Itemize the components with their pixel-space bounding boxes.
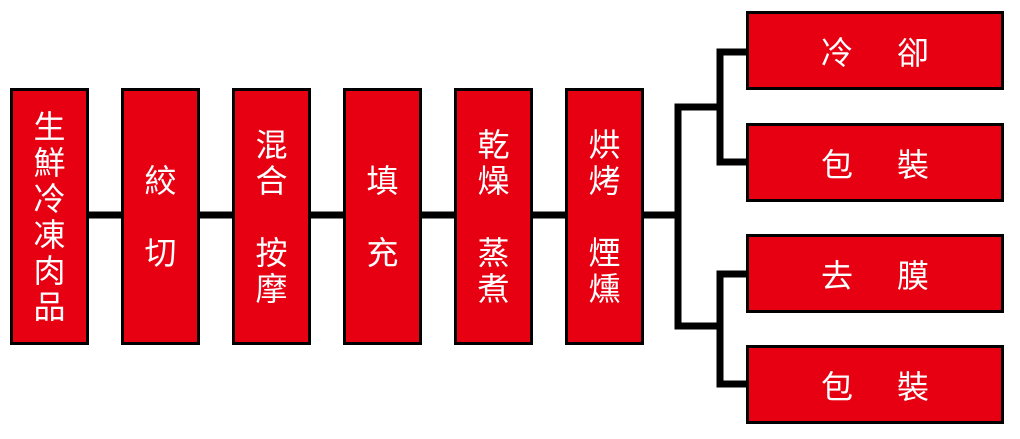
branch-char: 包 [820,145,853,184]
step-label-char: 混 [255,125,288,164]
branch-char: 膜 [897,256,930,295]
step-label-char: 絞 [144,161,177,200]
branch-packaging-1: 包 裝 [746,123,1004,202]
step-label-char: 肉 [33,251,66,290]
branch-char: 去 [820,256,853,295]
connector-bottom-split [716,270,748,388]
step-label-char: 蒸 [477,233,510,272]
step-label-char: 烘 [588,125,621,164]
step-baking-smoking: 烘烤煙燻 [565,88,644,345]
step-label-char: 切 [144,233,177,272]
step-label-char: 生 [33,107,66,146]
step-label: 混合按摩 [255,127,287,307]
step-label: 烘烤煙燻 [588,127,620,307]
step-grinding: 絞切 [121,88,200,345]
step-label: 生鮮冷凍肉品 [33,109,65,325]
step-label: 絞切 [144,163,176,271]
step-label-char: 摩 [255,269,288,308]
step-label-char: 煙 [588,233,621,272]
branch-char: 冷 [820,33,853,72]
connector-main-split [674,103,718,330]
step-label-char: 冷 [33,179,66,218]
step-label-char: 凍 [33,215,66,254]
step-label-char: 合 [255,161,288,200]
step-filling: 填充 [343,88,422,345]
step-label-char: 燥 [477,161,510,200]
step-label: 填充 [366,163,398,271]
branch-char: 裝 [897,367,930,406]
step-label: 乾燥蒸煮 [477,127,509,307]
branch-packaging-2: 包 裝 [746,345,1004,424]
step-label-char: 乾 [477,125,510,164]
step-label-char: 燻 [588,269,621,308]
step-mixing-massaging: 混合按摩 [232,88,311,345]
step-drying-steaming: 乾燥蒸煮 [454,88,533,345]
step-label-char: 充 [366,233,399,272]
branch-peeling: 去 膜 [746,234,1004,313]
connector-top-split [716,48,748,166]
step-label-char: 品 [33,287,66,326]
branch-cooling: 冷 卻 [746,11,1004,90]
branch-char: 裝 [897,145,930,184]
step-label-char: 填 [366,161,399,200]
step-label-char: 烤 [588,161,621,200]
step-fresh-frozen-meat: 生鮮冷凍肉品 [10,88,89,345]
branch-char: 卻 [897,33,930,72]
branch-char: 包 [820,367,853,406]
step-label-char: 鮮 [33,143,66,182]
step-label-char: 按 [255,233,288,272]
step-label-char: 煮 [477,269,510,308]
